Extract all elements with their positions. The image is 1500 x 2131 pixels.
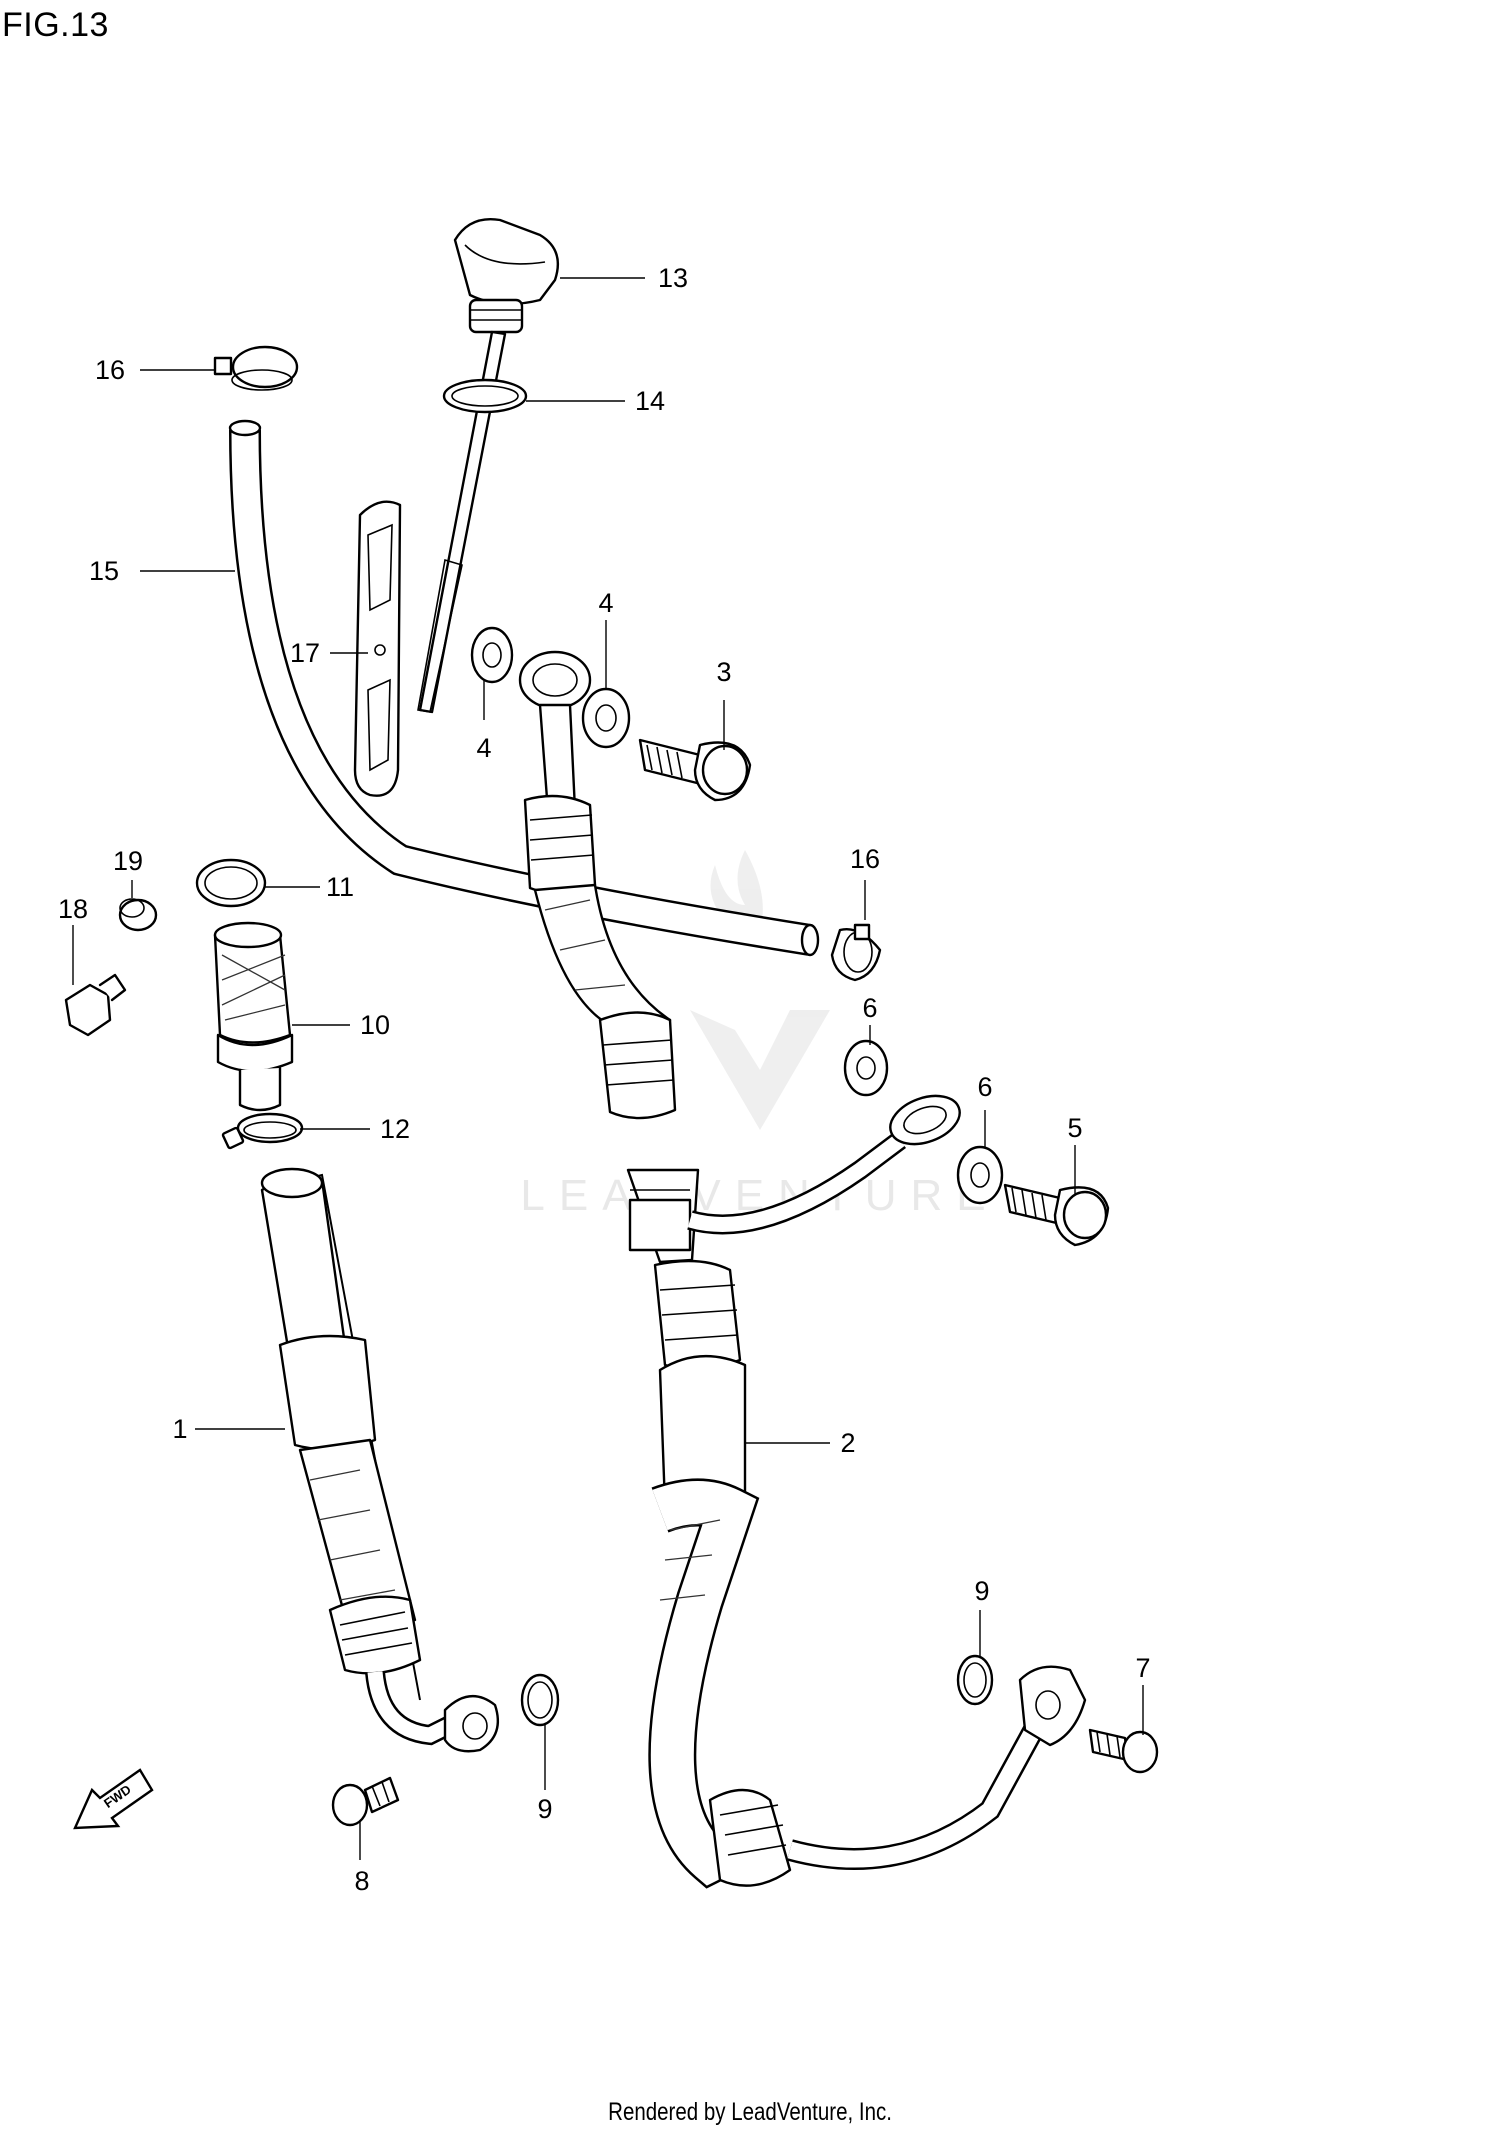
bolt-18 — [64, 973, 127, 1037]
hose-junction — [628, 1094, 961, 1252]
oil-strainer — [213, 921, 294, 1112]
callout-18: 18 — [58, 894, 88, 924]
callout-4-bottom: 4 — [476, 733, 491, 763]
callout-19: 19 — [113, 846, 143, 876]
o-ring-14 — [442, 378, 528, 414]
callout-16-right: 16 — [850, 844, 880, 874]
callout-1: 1 — [172, 1414, 187, 1444]
callout-5: 5 — [1067, 1113, 1082, 1143]
banjo-bolt-3 — [638, 738, 752, 802]
callout-9-left: 9 — [537, 1794, 552, 1824]
callout-8: 8 — [354, 1866, 369, 1896]
callout-4-top: 4 — [598, 588, 613, 618]
dipstick-guide — [353, 500, 402, 797]
callout-7: 7 — [1135, 1653, 1150, 1683]
breather-hose — [228, 419, 820, 957]
hose-clamp-top — [213, 345, 299, 391]
callout-6-left: 6 — [862, 993, 877, 1023]
fwd-arrow: FWD — [73, 1768, 154, 1830]
washer-6-left — [843, 1039, 889, 1097]
callout-11: 11 — [326, 872, 354, 902]
callout-13: 13 — [658, 263, 688, 293]
plug-19 — [118, 898, 158, 932]
oil-hose-1 — [260, 1167, 500, 1753]
washer-4-right — [581, 687, 631, 749]
oil-filler-cap — [417, 218, 560, 714]
callout-9-right: 9 — [974, 1576, 989, 1606]
callout-17: 17 — [290, 638, 320, 668]
figure-title: FIG.13 — [2, 6, 109, 44]
callout-12: 12 — [380, 1114, 410, 1144]
bolt-7 — [1088, 1728, 1159, 1774]
watermark: LEADVENTURE — [520, 850, 986, 1220]
hose-clamp-12 — [221, 1112, 304, 1150]
footer-credit: Rendered by LeadVenture, Inc. — [0, 2098, 1500, 2127]
bolt-8 — [331, 1776, 400, 1827]
callout-16-top: 16 — [95, 355, 125, 385]
callout-14: 14 — [635, 386, 665, 416]
oil-hose-2 — [518, 650, 1087, 1889]
callout-2: 2 — [840, 1428, 855, 1458]
callouts: 1 2 3 4 4 5 6 6 7 8 9 9 10 11 12 13 14 1… — [58, 263, 1151, 1896]
callout-3: 3 — [716, 657, 731, 687]
hose-clamp-right — [830, 923, 882, 982]
callout-6-right: 6 — [977, 1072, 992, 1102]
washer-4-left — [470, 626, 514, 684]
leader-lines — [72, 277, 1144, 1860]
footer-text: Rendered by LeadVenture, Inc. — [608, 2098, 892, 2126]
banjo-bolt-5 — [1003, 1183, 1110, 1247]
washer-6-right — [956, 1145, 1004, 1205]
callout-15: 15 — [89, 556, 119, 586]
callout-10: 10 — [360, 1010, 390, 1040]
